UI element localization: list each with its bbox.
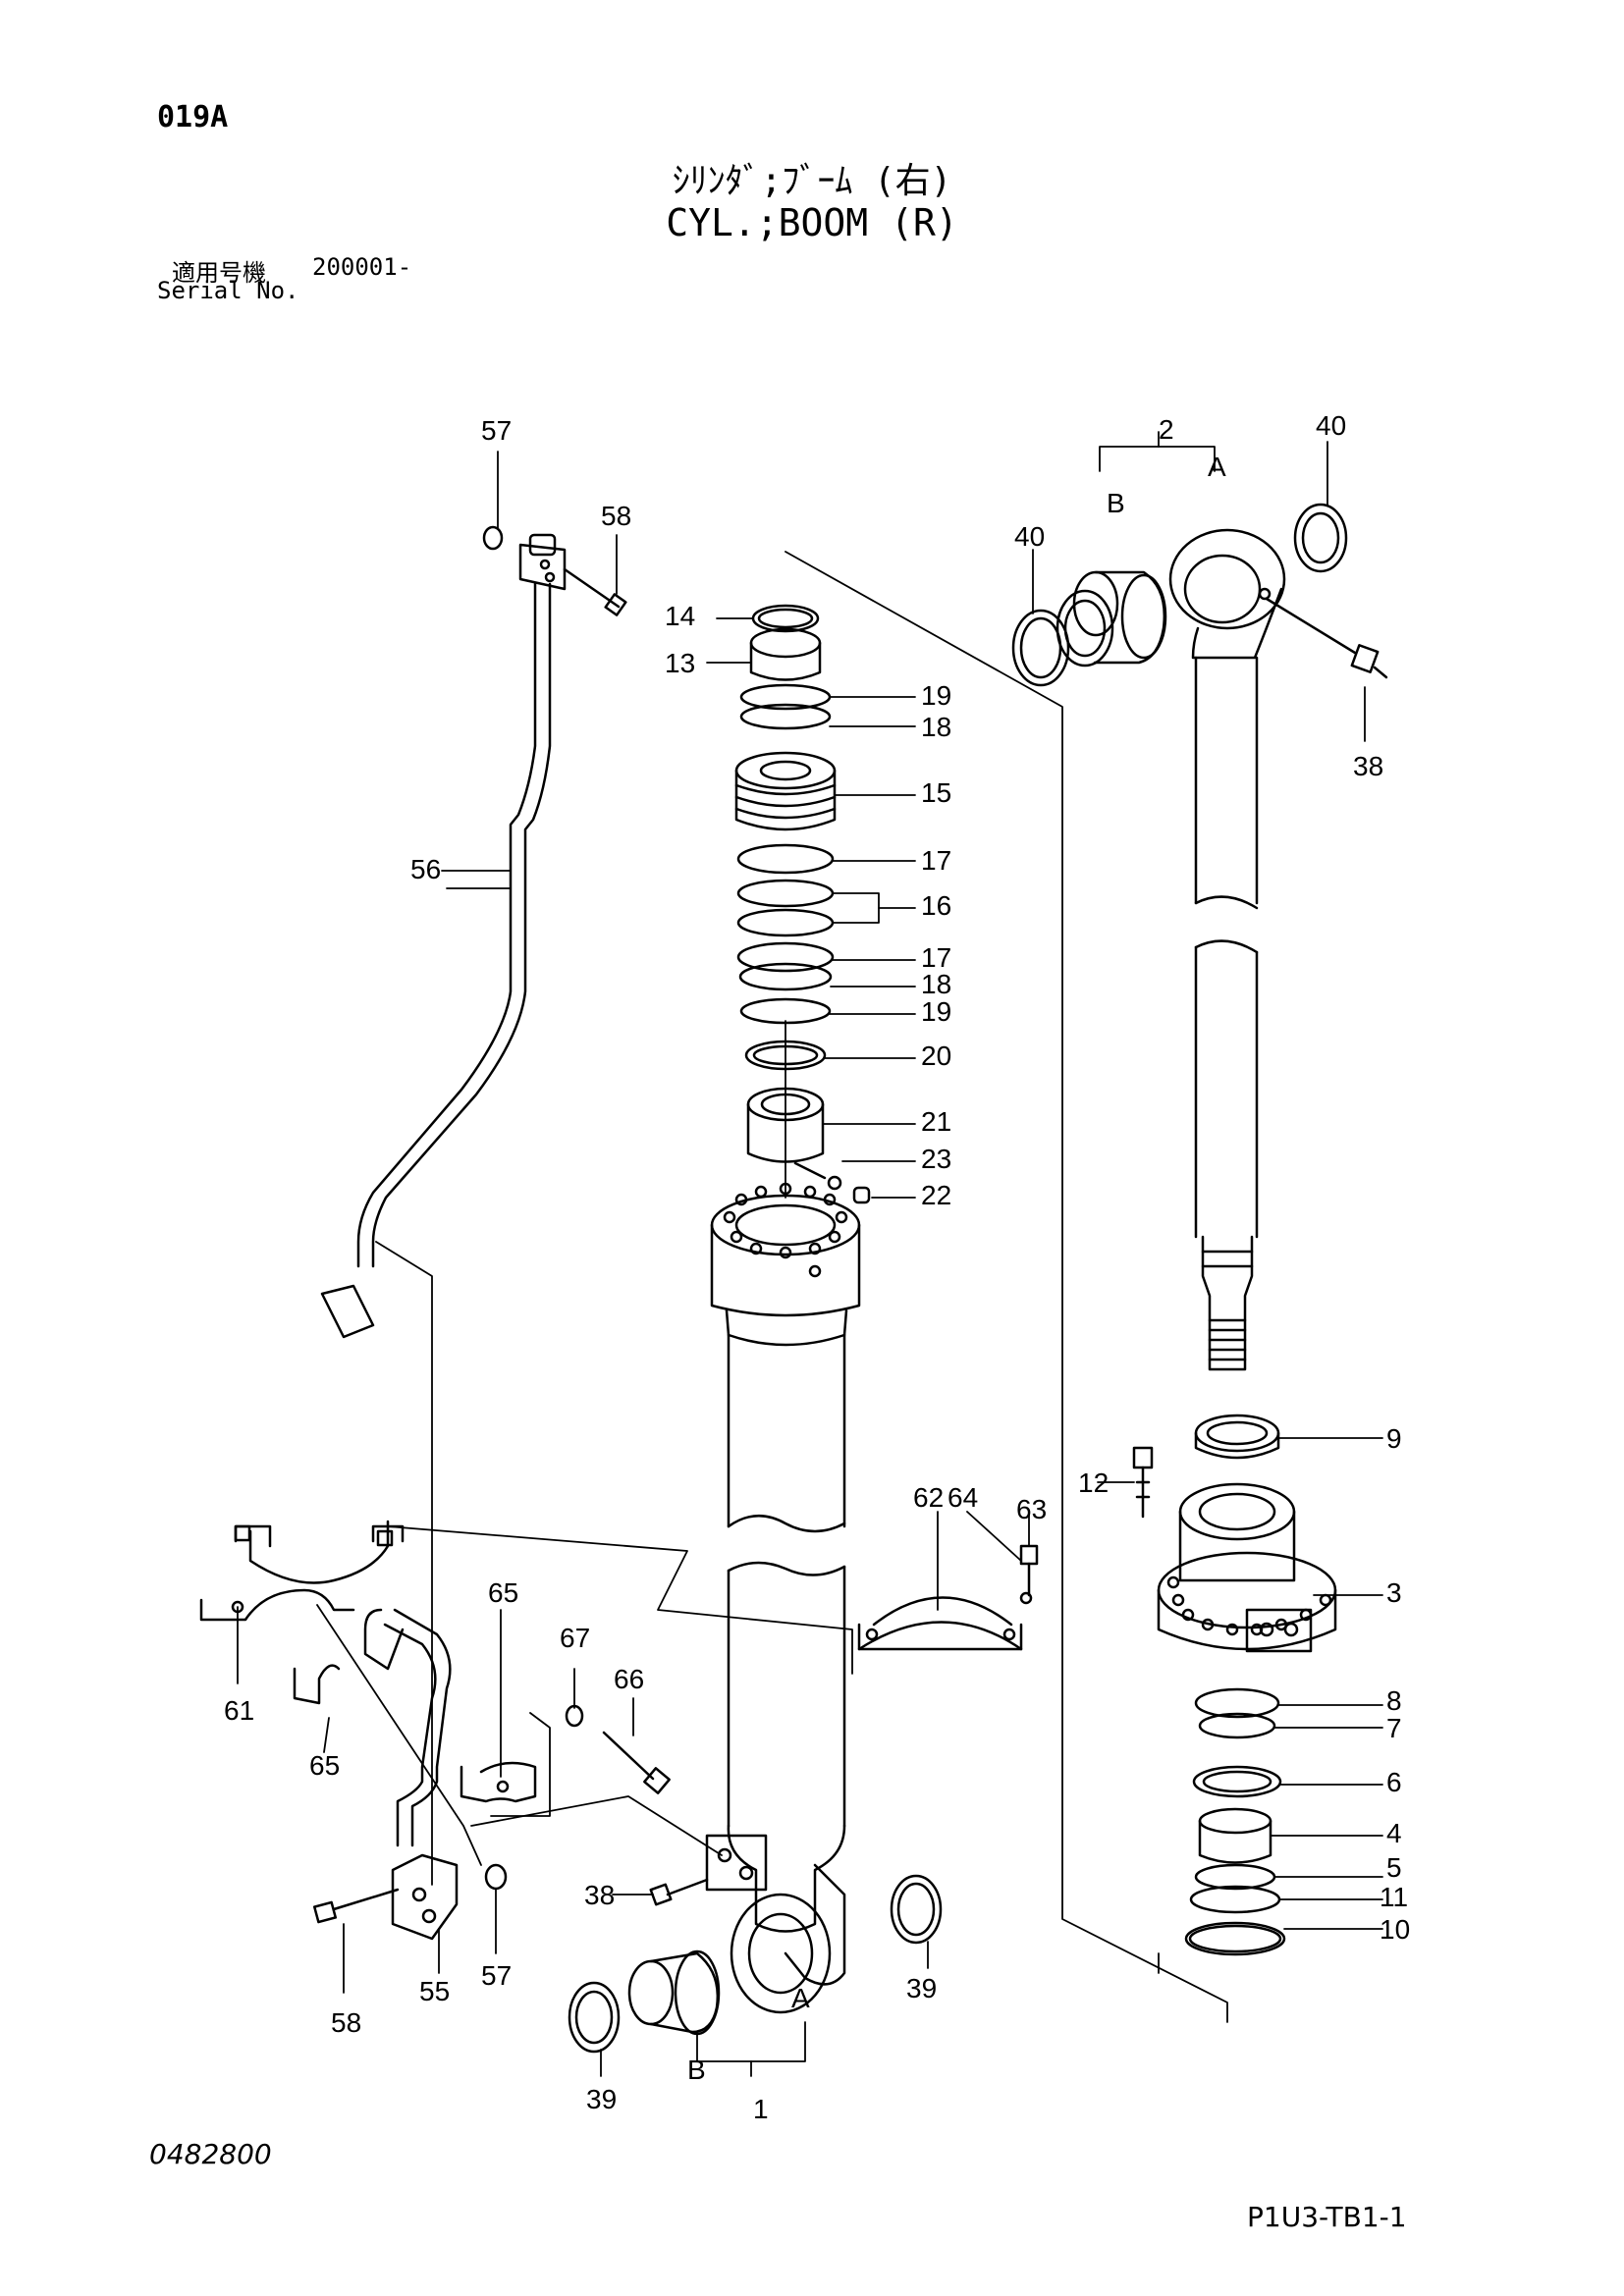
serial-label-english: Serial No. — [157, 277, 299, 304]
callout-20: 20 — [921, 1041, 951, 1071]
serial-label-japanese: 適用号機 — [172, 259, 266, 287]
page-code: 019A — [157, 100, 229, 134]
callout-labels: 1 A B 2 A B 3 4 5 6 7 8 9 10 11 12 13 14… — [224, 410, 1410, 2124]
callout-63: 63 — [1016, 1494, 1047, 1524]
callout-6: 6 — [1386, 1767, 1402, 1797]
callout-57-lower: 57 — [481, 1960, 512, 1991]
callout-65-upper: 65 — [488, 1577, 518, 1608]
callout-4: 4 — [1386, 1818, 1402, 1848]
leader-lines — [237, 431, 1383, 2077]
callout-1-b: B — [687, 2055, 706, 2085]
tube-bushing-and-seals — [568, 1874, 943, 2054]
callout-58-lower: 58 — [331, 2007, 361, 2038]
piston-rod — [1168, 528, 1286, 1371]
callout-57-upper: 57 — [481, 415, 512, 446]
callout-65-lower: 65 — [309, 1750, 340, 1781]
rod-bushing-and-seals — [1011, 503, 1348, 687]
callout-12: 12 — [1078, 1468, 1109, 1498]
callout-18-upper: 18 — [921, 712, 951, 742]
callout-17-lower: 17 — [921, 942, 951, 973]
callout-40-left: 40 — [1014, 521, 1045, 552]
cylinder-tube — [705, 1182, 861, 2014]
callout-38-lower: 38 — [584, 1880, 615, 1910]
callout-61: 61 — [224, 1695, 254, 1726]
tube-clamp — [857, 1544, 1039, 1651]
pipe-assembly — [320, 525, 627, 1339]
callout-67: 67 — [560, 1623, 590, 1653]
callout-16: 16 — [921, 890, 951, 921]
callout-39-right: 39 — [906, 1973, 937, 2003]
callout-1-a: A — [791, 1983, 810, 2013]
serial-number-value: 200001- — [312, 253, 412, 281]
callout-62: 62 — [913, 1482, 944, 1513]
callout-8: 8 — [1386, 1685, 1402, 1716]
callout-55: 55 — [419, 1976, 450, 2006]
callout-19-upper: 19 — [921, 680, 951, 711]
callout-2-a: A — [1208, 452, 1226, 482]
callout-10: 10 — [1380, 1914, 1410, 1945]
callout-64: 64 — [947, 1482, 978, 1513]
callout-17-upper: 17 — [921, 845, 951, 876]
callout-56: 56 — [410, 854, 441, 884]
callout-2: 2 — [1159, 414, 1174, 445]
grease-fitting-right — [1265, 597, 1388, 679]
page-reference: P1U3-TB1-1 — [1247, 2201, 1407, 2233]
callout-14: 14 — [665, 601, 695, 631]
callout-1: 1 — [753, 2094, 769, 2124]
callout-23: 23 — [921, 1144, 951, 1174]
rod-cover-stack — [1132, 1414, 1337, 1956]
callout-66: 66 — [614, 1664, 644, 1694]
callout-13: 13 — [665, 648, 695, 678]
callout-58-upper: 58 — [601, 501, 631, 531]
document-number: 0482800 — [149, 2138, 272, 2170]
callout-22: 22 — [921, 1180, 951, 1210]
callout-40-right: 40 — [1316, 410, 1346, 441]
callout-21: 21 — [921, 1106, 951, 1137]
lower-left-pipe-and-clamps — [199, 1520, 671, 1941]
piston-parts-stack — [734, 604, 871, 1204]
callout-39-left: 39 — [586, 2084, 617, 2114]
callout-2-b: B — [1107, 488, 1125, 518]
assembly-guide-lines — [316, 551, 1228, 2023]
callout-3: 3 — [1386, 1577, 1402, 1608]
callout-18-lower: 18 — [921, 969, 951, 999]
callout-15: 15 — [921, 777, 951, 808]
callout-9: 9 — [1386, 1423, 1402, 1454]
callout-11: 11 — [1380, 1882, 1408, 1912]
title-english: CYL.;BOOM (R) — [666, 201, 958, 244]
callout-5: 5 — [1386, 1852, 1402, 1883]
callout-19-lower: 19 — [921, 996, 951, 1027]
title-japanese: ｼﾘﾝﾀﾞ;ﾌﾞｰﾑ (右) — [672, 161, 952, 201]
callout-7: 7 — [1386, 1713, 1402, 1743]
callout-38-upper: 38 — [1353, 751, 1383, 781]
